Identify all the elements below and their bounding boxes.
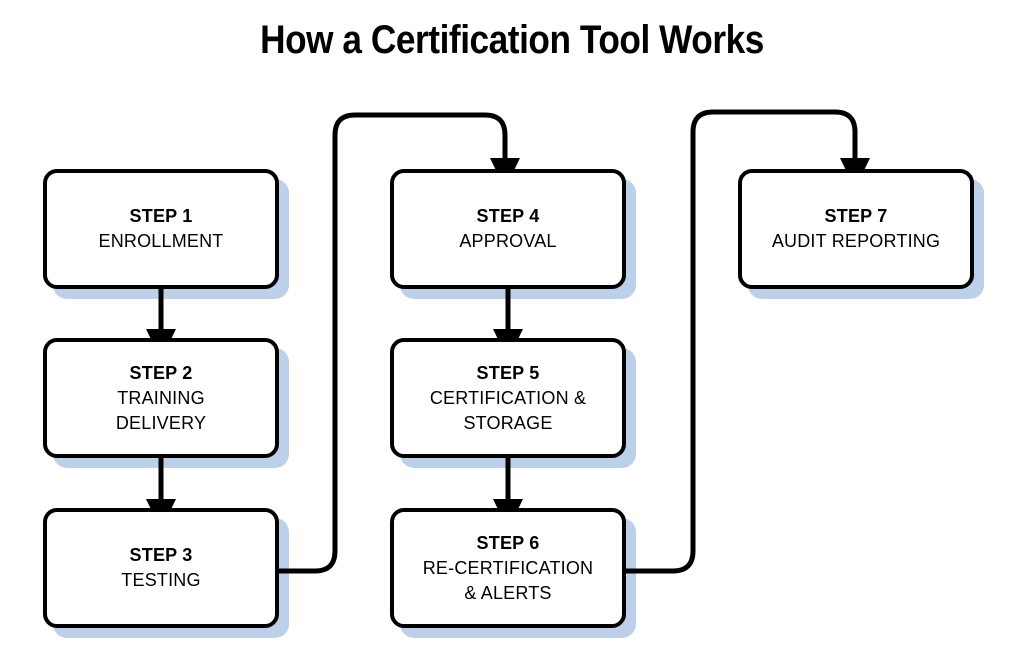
node-step-1[interactable]: STEP 1 ENROLLMENT xyxy=(43,169,279,289)
node-step-2-step: STEP 2 xyxy=(129,362,193,383)
node-step-5-step: STEP 5 xyxy=(476,362,540,383)
node-step-6-label: RE-CERTIFICATION & ALERTS xyxy=(422,557,594,603)
node-step-7[interactable]: STEP 7 AUDIT REPORTING xyxy=(738,169,974,289)
page-title: How a Certification Tool Works xyxy=(260,18,764,62)
node-step-6[interactable]: STEP 6 RE-CERTIFICATION & ALERTS xyxy=(390,508,626,628)
node-step-2[interactable]: STEP 2 TRAINING DELIVERY xyxy=(43,338,279,458)
node-step-4-label: APPROVAL xyxy=(459,231,557,251)
node-step-2-label: TRAINING DELIVERY xyxy=(115,387,207,433)
node-step-7-label: AUDIT REPORTING xyxy=(771,231,941,251)
node-step-6-step: STEP 6 xyxy=(476,532,540,553)
node-step-4-step: STEP 4 xyxy=(476,206,540,226)
node-step-5-label: CERTIFICATION & STORAGE xyxy=(429,387,587,433)
node-step-3-label: TESTING xyxy=(121,570,201,590)
node-step-7-step: STEP 7 xyxy=(824,206,888,226)
node-step-1-step: STEP 1 xyxy=(129,206,193,226)
node-step-4[interactable]: STEP 4 APPROVAL xyxy=(390,169,626,289)
node-step-1-label: ENROLLMENT xyxy=(98,231,224,251)
node-step-3-step: STEP 3 xyxy=(129,545,193,565)
node-step-3[interactable]: STEP 3 TESTING xyxy=(43,508,279,628)
node-step-5[interactable]: STEP 5 CERTIFICATION & STORAGE xyxy=(390,338,626,458)
